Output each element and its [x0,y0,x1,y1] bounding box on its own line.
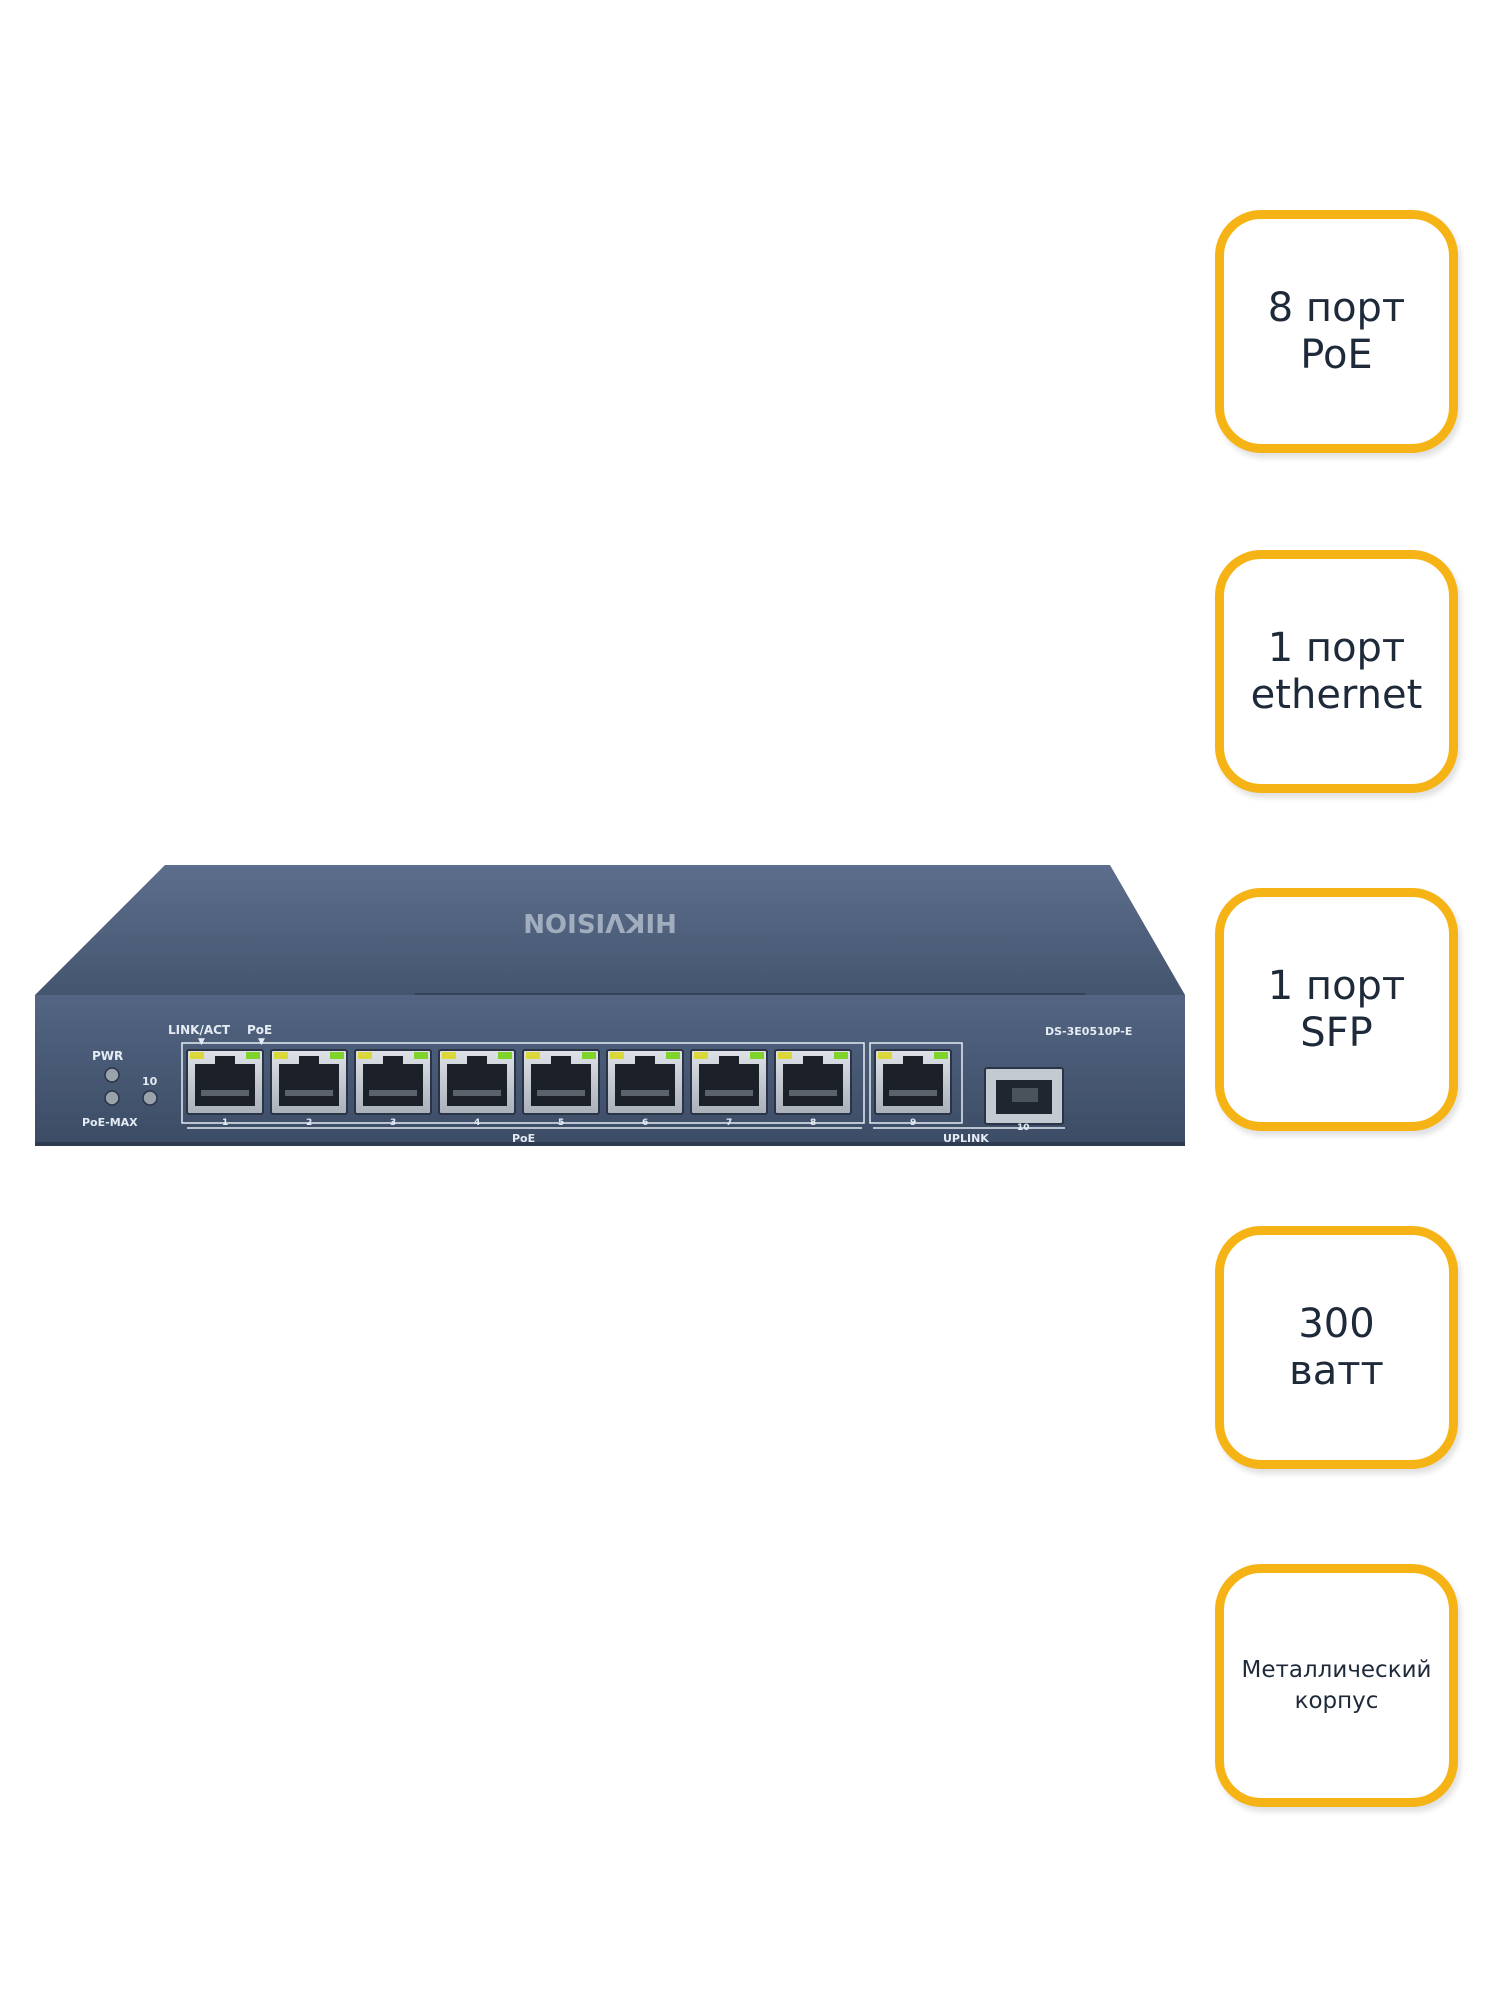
brand-logo: HIKVISION [523,907,677,937]
poe-led [246,1052,260,1059]
port-number-4: 4 [474,1118,480,1128]
feature-text: Металлический корпус [1241,1656,1432,1714]
led-10-label: 10 [142,1075,158,1088]
link-led [190,1052,204,1059]
port-number-6: 6 [642,1118,648,1128]
pwr-led [104,1067,120,1083]
port-number-7: 7 [726,1118,732,1128]
link-led [878,1052,892,1059]
arrow-icon: ▼ [258,1037,265,1047]
port-number-10: 10 [1017,1123,1030,1133]
port-number-9: 9 [910,1118,916,1128]
feature-badge-poe-ports: 8 порт PoE [1215,210,1458,453]
port10-led [142,1090,158,1106]
link-act-label: LINK/ACT [168,1023,231,1037]
poe-led [582,1052,596,1059]
feature-badge-ethernet-port: 1 порт ethernet [1215,550,1458,793]
uplink-label: UPLINK [943,1132,989,1145]
poe-group-label: PoE [512,1132,535,1145]
rj45-port-8 [774,1049,852,1115]
arrow-icon: ▼ [198,1037,205,1047]
port-number-1: 1 [222,1118,228,1128]
feature-text: 1 порт ethernet [1250,624,1423,718]
rj45-port-7 [690,1049,768,1115]
link-led [610,1052,624,1059]
rj45-port-6 [606,1049,684,1115]
poe-led [330,1052,344,1059]
poe-led-label: PoE [247,1023,272,1037]
switch-top-lid [35,865,1185,995]
feature-text: 8 порт PoE [1267,284,1406,378]
port-number-2: 2 [306,1118,312,1128]
port-number-8: 8 [810,1118,816,1128]
link-led [778,1052,792,1059]
rj45-port-5 [522,1049,600,1115]
poe-led [498,1052,512,1059]
feature-text: 300 ватт [1289,1300,1384,1394]
poe-led [666,1052,680,1059]
rj45-port-1 [186,1049,264,1115]
port-number-5: 5 [558,1118,564,1128]
poe-led [834,1052,848,1059]
link-led [694,1052,708,1059]
rj45-port-3 [354,1049,432,1115]
poe-led [750,1052,764,1059]
rj45-port-2 [270,1049,348,1115]
feature-text: 1 порт SFP [1267,962,1406,1056]
feature-badge-power: 300 ватт [1215,1226,1458,1469]
link-led [274,1052,288,1059]
poe-max-label: PoE-MAX [82,1116,138,1129]
rj45-port-9 [874,1049,952,1115]
feature-badge-sfp-port: 1 порт SFP [1215,888,1458,1131]
poe-max-led [104,1090,120,1106]
feature-badge-metal-case: Металлический корпус [1215,1564,1458,1807]
link-led [526,1052,540,1059]
pwr-label: PWR [92,1049,123,1063]
rj45-port-4 [438,1049,516,1115]
poe-led [934,1052,948,1059]
port-number-3: 3 [390,1118,396,1128]
poe-led [414,1052,428,1059]
link-led [358,1052,372,1059]
link-led [442,1052,456,1059]
model-label: DS-3E0510P-E [1045,1025,1132,1038]
ethernet-ports: 1 2 3 4 5 6 7 8 9 [181,1042,963,1128]
